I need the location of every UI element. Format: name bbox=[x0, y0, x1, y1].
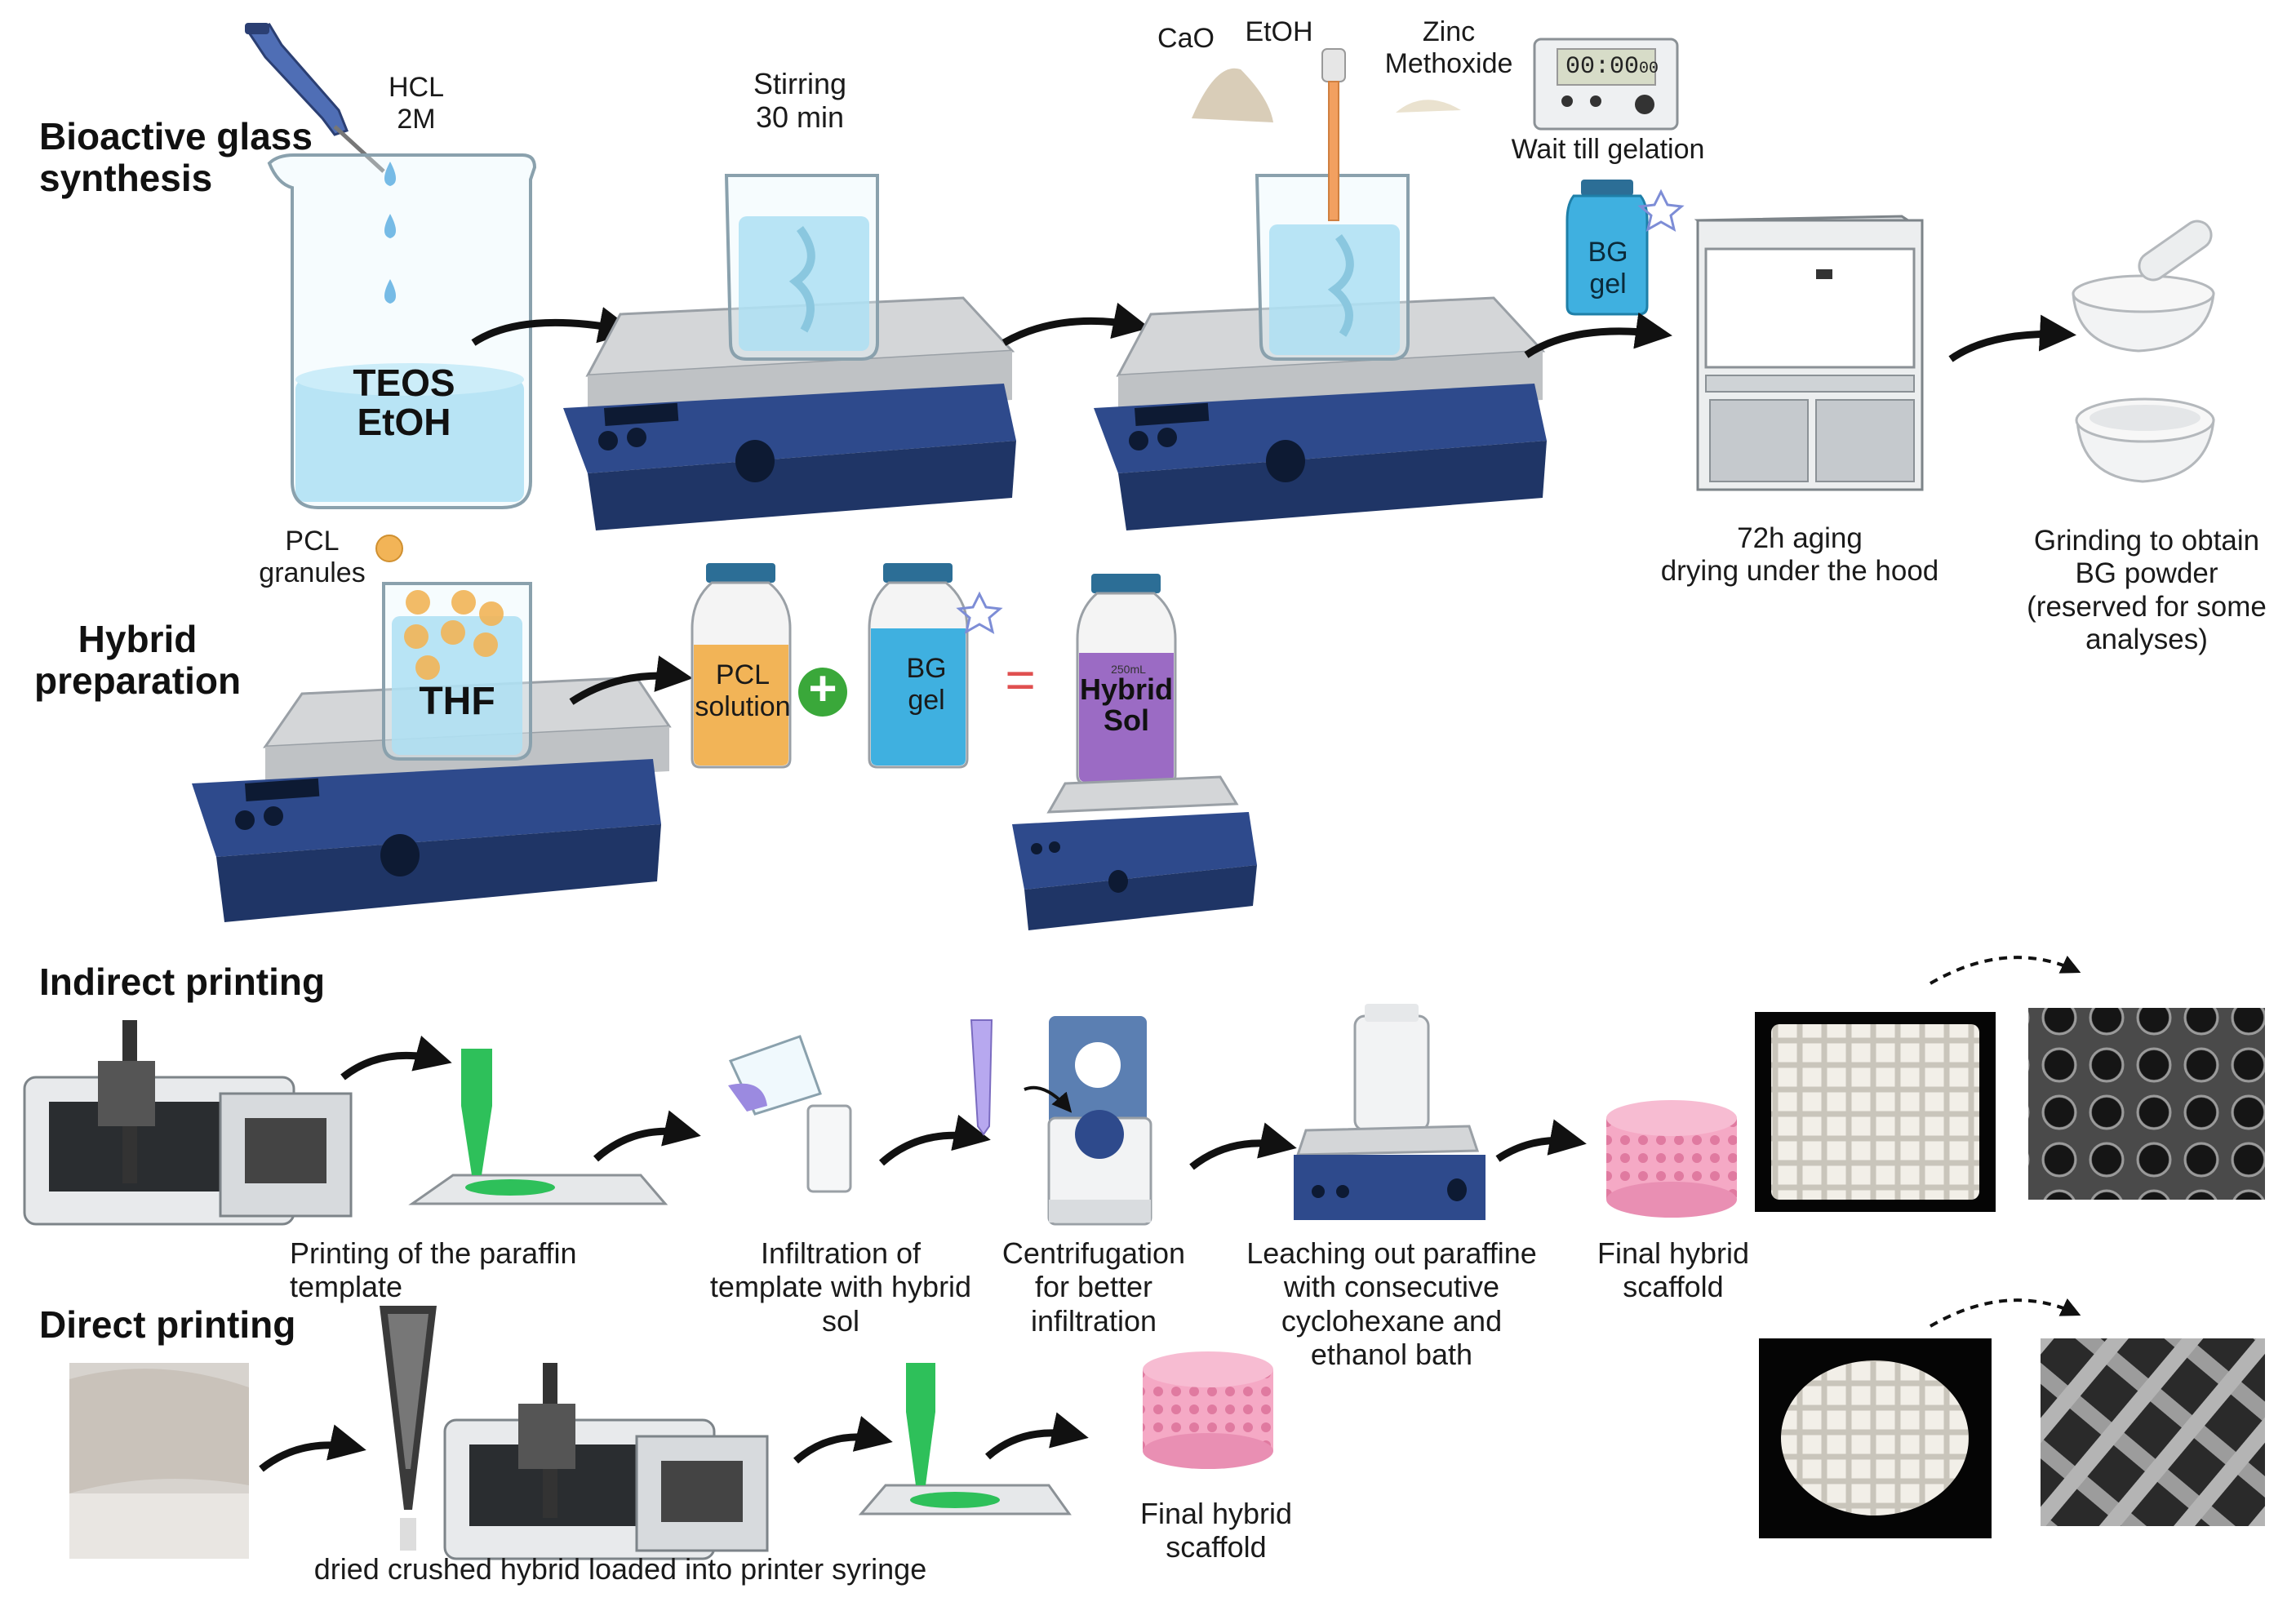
pipette-icon bbox=[245, 23, 385, 173]
3d-printer-icon bbox=[23, 1020, 353, 1226]
teos-label: TEOS EtOH bbox=[353, 362, 455, 444]
paraffin-printing-icon bbox=[408, 1049, 668, 1205]
stirring-beaker-icon bbox=[724, 174, 879, 361]
bg-gel-label: BG gel bbox=[906, 653, 947, 717]
flow-arrow bbox=[1524, 312, 1672, 358]
hotplate-icon bbox=[1094, 296, 1547, 530]
hotplate-icon bbox=[563, 296, 1016, 530]
final-scaffold-indirect-label: Final hybrid scaffold bbox=[1597, 1236, 1750, 1304]
flow-arrow bbox=[259, 1424, 366, 1472]
thf-label: THF bbox=[419, 680, 495, 723]
stirring-label: Stirring 30 min bbox=[753, 67, 847, 135]
cao-powder-icon bbox=[1192, 68, 1273, 122]
flow-arrow bbox=[471, 307, 636, 346]
scaffold-photo-square bbox=[1755, 1012, 1996, 1212]
section-title-direct: Direct printing bbox=[39, 1303, 296, 1346]
flow-arrow bbox=[1948, 314, 2076, 362]
print-paraffin-label: Printing of the paraffin template bbox=[290, 1236, 577, 1304]
timer-display: 00:0000 bbox=[1565, 53, 1659, 81]
hybrid-sol-bottle-icon bbox=[1076, 574, 1177, 785]
zinc-powder-icon bbox=[1396, 100, 1461, 113]
zoom-arrow bbox=[1929, 1298, 2081, 1328]
equals-sign: = bbox=[1005, 650, 1036, 709]
pcl-granules-label: PCL granules bbox=[259, 526, 366, 589]
etoh-label: EtOH bbox=[1245, 16, 1313, 47]
centrifuge-icon bbox=[970, 1016, 1152, 1226]
hybrid-sol-label: Hybrid Sol bbox=[1079, 672, 1173, 737]
pcl-granule-icon bbox=[375, 535, 403, 562]
section-title-indirect: Indirect printing bbox=[39, 961, 326, 1003]
gelation-label: Wait till gelation bbox=[1511, 134, 1705, 165]
hcl-drops-icon bbox=[384, 162, 396, 304]
mortar-pestle-icon bbox=[2072, 220, 2215, 483]
scaffold-icon bbox=[1143, 1351, 1273, 1469]
thf-beaker-icon bbox=[382, 582, 532, 761]
flow-arrow bbox=[1189, 1122, 1297, 1170]
3d-printer-icon bbox=[443, 1363, 769, 1560]
scaffold-icon bbox=[1606, 1100, 1737, 1218]
sem-image-filaments bbox=[2041, 1338, 2265, 1526]
fume-hood-icon bbox=[1694, 215, 1924, 491]
gelation-beaker-icon bbox=[1255, 48, 1410, 361]
bg-gel-bottle-icon bbox=[1565, 180, 1685, 316]
flow-arrow bbox=[340, 1035, 452, 1081]
bg-gel-label-top: BG gel bbox=[1588, 237, 1628, 300]
section-title-hybrid: Hybrid preparation bbox=[34, 618, 242, 702]
cao-label: CaO bbox=[1157, 23, 1215, 54]
centrifugation-label: Centrifugation for better infiltration bbox=[1001, 1236, 1186, 1338]
pcl-solution-label: PCL solution bbox=[695, 659, 791, 723]
bottle-volume: 250mL bbox=[1111, 663, 1146, 676]
flow-arrow bbox=[1001, 302, 1150, 346]
plus-sign: + bbox=[808, 661, 837, 716]
hcl-label: HCL 2M bbox=[388, 72, 445, 135]
pouring-beaker-icon bbox=[728, 1035, 852, 1193]
flow-arrow bbox=[985, 1412, 1089, 1460]
section-title-bioactive: Bioactive glass synthesis bbox=[39, 115, 313, 199]
printer-syringe-icon bbox=[380, 1306, 437, 1551]
flow-arrow bbox=[1495, 1119, 1587, 1162]
zoom-arrow bbox=[1929, 955, 2081, 985]
grinding-label: Grinding to obtain BG powder (reserved f… bbox=[2027, 525, 2267, 655]
aging-label: 72h aging drying under the hood bbox=[1660, 522, 1939, 588]
timer-icon bbox=[1533, 38, 1679, 131]
flow-arrow bbox=[878, 1114, 991, 1166]
bg-gel-bottle-icon bbox=[868, 563, 1003, 769]
plus-sign-icon bbox=[798, 668, 847, 717]
flow-arrow bbox=[793, 1415, 893, 1464]
hotplate-icon bbox=[1012, 775, 1257, 930]
sem-image-porous bbox=[2028, 1008, 2265, 1200]
hybrid-paste-photo bbox=[69, 1363, 249, 1559]
teos-beaker-icon bbox=[267, 153, 537, 509]
direct-extrusion-icon bbox=[858, 1363, 1072, 1515]
flow-arrow bbox=[569, 655, 693, 705]
zinc-methoxide-label: Zinc Methoxide bbox=[1384, 16, 1513, 80]
syringe-loading-label: dried crushed hybrid loaded into printer… bbox=[313, 1552, 927, 1586]
pcl-solution-bottle-icon bbox=[691, 563, 792, 769]
leaching-label: Leaching out paraffine with consecutive … bbox=[1246, 1236, 1537, 1372]
leaching-hotplate-icon bbox=[1294, 1004, 1486, 1220]
scaffold-photo-round bbox=[1759, 1338, 1992, 1538]
final-scaffold-direct-label: Final hybrid scaffold bbox=[1139, 1497, 1293, 1564]
flow-arrow bbox=[593, 1110, 701, 1162]
infiltration-label: Infiltration of template with hybrid sol bbox=[709, 1236, 972, 1338]
